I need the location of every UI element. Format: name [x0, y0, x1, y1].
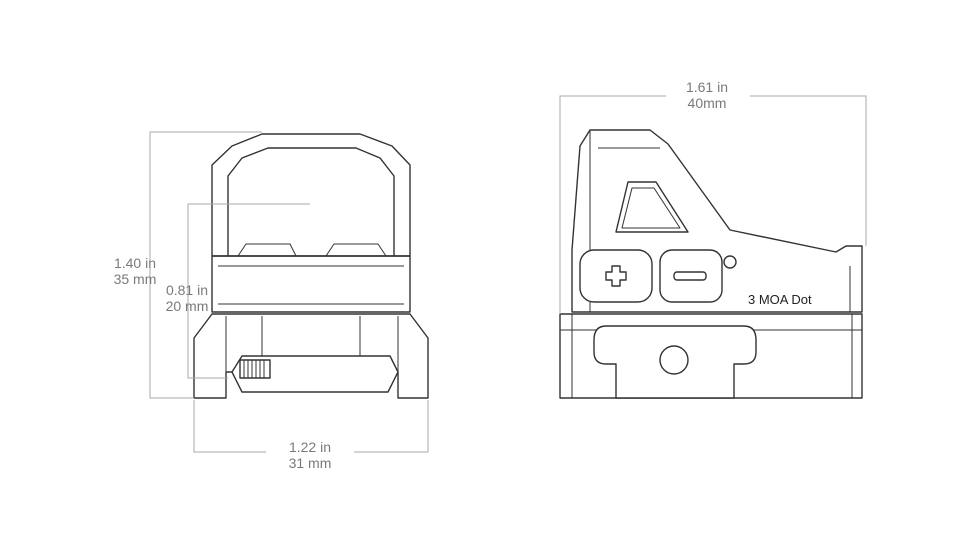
length-imperial-label: 1.61 in — [686, 79, 728, 95]
window-height-metric-label: 20 mm — [166, 298, 209, 314]
front-lens-notch-right — [325, 243, 387, 257]
side-window-cutout — [615, 181, 689, 233]
side-mount-base — [559, 313, 863, 399]
length-dimension — [559, 95, 867, 314]
plus-icon — [605, 265, 627, 287]
clamp-screw-icon — [659, 345, 689, 375]
front-body — [211, 255, 411, 313]
window-height-imperial-label: 0.81 in — [166, 282, 208, 298]
front-window-dimension — [187, 203, 310, 379]
front-hood-outer — [211, 133, 411, 257]
length-metric-label: 40mm — [688, 95, 727, 111]
front-rail-channel — [231, 355, 399, 393]
front-view — [193, 133, 429, 399]
width-imperial-label: 1.22 in — [289, 439, 331, 455]
side-housing — [571, 129, 863, 313]
height-imperial-label: 1.40 in — [114, 255, 156, 271]
plus-button[interactable] — [579, 249, 653, 303]
front-height-dimension — [149, 131, 262, 399]
side-clamp-plate — [593, 325, 757, 399]
minus-icon — [673, 271, 707, 281]
front-mount-base — [193, 313, 429, 399]
front-width-dimension — [193, 400, 429, 453]
width-metric-label: 31 mm — [289, 455, 332, 471]
minus-button[interactable] — [659, 249, 723, 303]
model-label: 3 MOA Dot — [748, 292, 812, 307]
front-lens-notch-left — [237, 243, 297, 257]
front-window-inner — [227, 147, 395, 257]
side-view: 3 MOA Dot — [559, 129, 863, 399]
light-sensor-icon — [723, 255, 737, 269]
height-metric-label: 35 mm — [114, 271, 157, 287]
